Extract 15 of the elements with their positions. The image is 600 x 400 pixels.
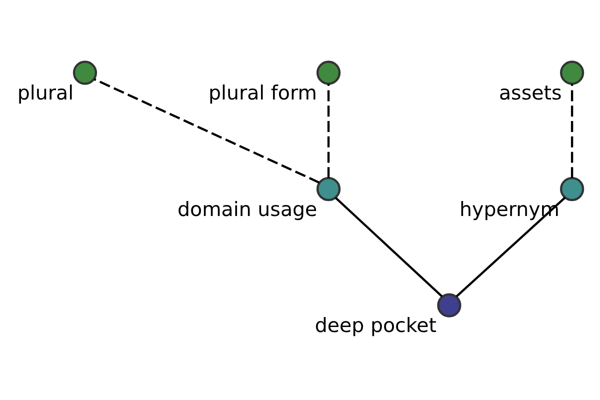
node-circle (316, 176, 341, 202)
node-circle (72, 60, 98, 85)
node-label: deep pocket (314, 314, 437, 338)
node-label: domain usage (177, 198, 318, 221)
connector (334, 196, 443, 298)
connector (94, 78, 320, 184)
connector (327, 84, 330, 178)
node-circle (437, 293, 462, 318)
node-circle (560, 60, 584, 85)
node-circle (316, 60, 341, 85)
node-label: plural form (208, 82, 317, 105)
connector (570, 84, 574, 178)
node-label: assets (498, 82, 562, 105)
node-label: plural (17, 82, 74, 105)
node-circle (560, 176, 584, 202)
